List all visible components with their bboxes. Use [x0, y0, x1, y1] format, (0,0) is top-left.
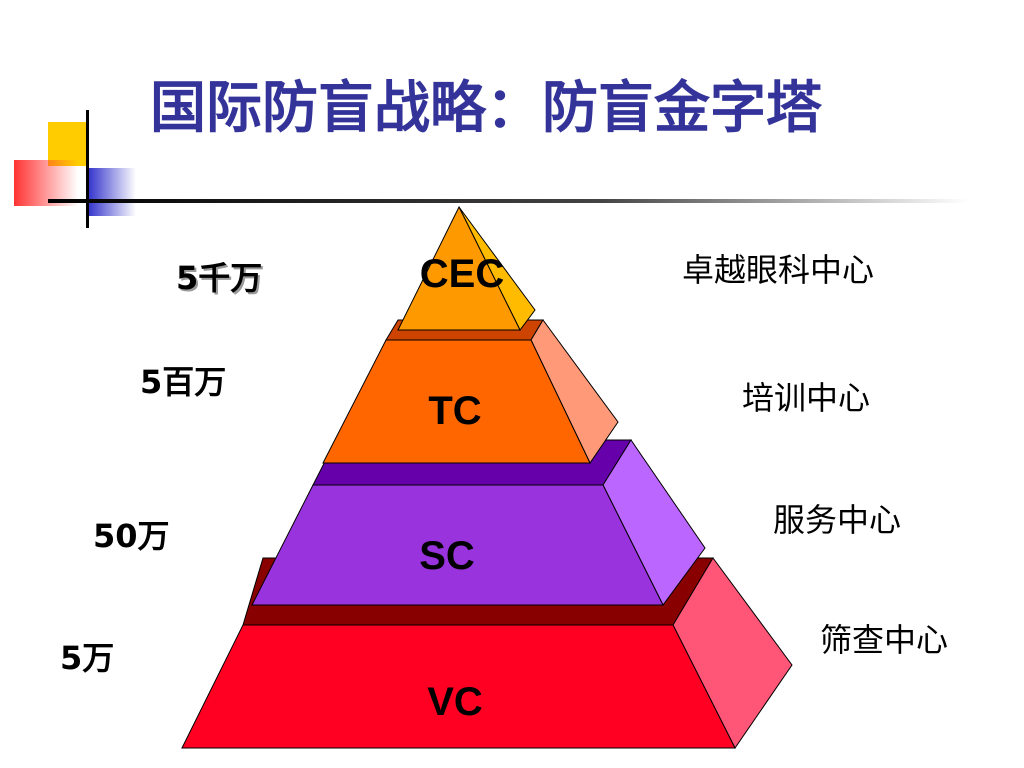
tier-vc-front — [181, 624, 736, 749]
page-title: 国际防盲战略：防盲金字塔 — [150, 75, 822, 141]
tier-cec-label: CEC — [420, 252, 504, 296]
count-sc: 50万 — [93, 517, 170, 555]
tier-tc-label: TC — [428, 389, 481, 433]
blue-square — [88, 168, 136, 216]
center-vc: 筛查中心 — [820, 621, 949, 659]
yellow-square — [48, 122, 88, 166]
center-cec: 卓越眼科中心 — [682, 251, 875, 289]
tier-tc-front — [322, 339, 591, 464]
count-cec: 5千万 — [176, 259, 263, 297]
decorative-corner-graphic — [14, 110, 968, 228]
tier-cec-front — [397, 205, 521, 331]
tier-sc-front — [251, 484, 664, 606]
count-vc: 5万 — [60, 639, 115, 677]
center-tc: 培训中心 — [742, 379, 871, 417]
red-square — [14, 160, 78, 206]
count-tc: 5百万 — [140, 363, 227, 401]
tier-sc-label: SC — [419, 534, 475, 578]
tier-vc-label: VC — [427, 680, 483, 724]
horizontal-divider — [48, 199, 968, 203]
vertical-divider — [86, 110, 89, 228]
center-sc: 服务中心 — [773, 501, 902, 539]
